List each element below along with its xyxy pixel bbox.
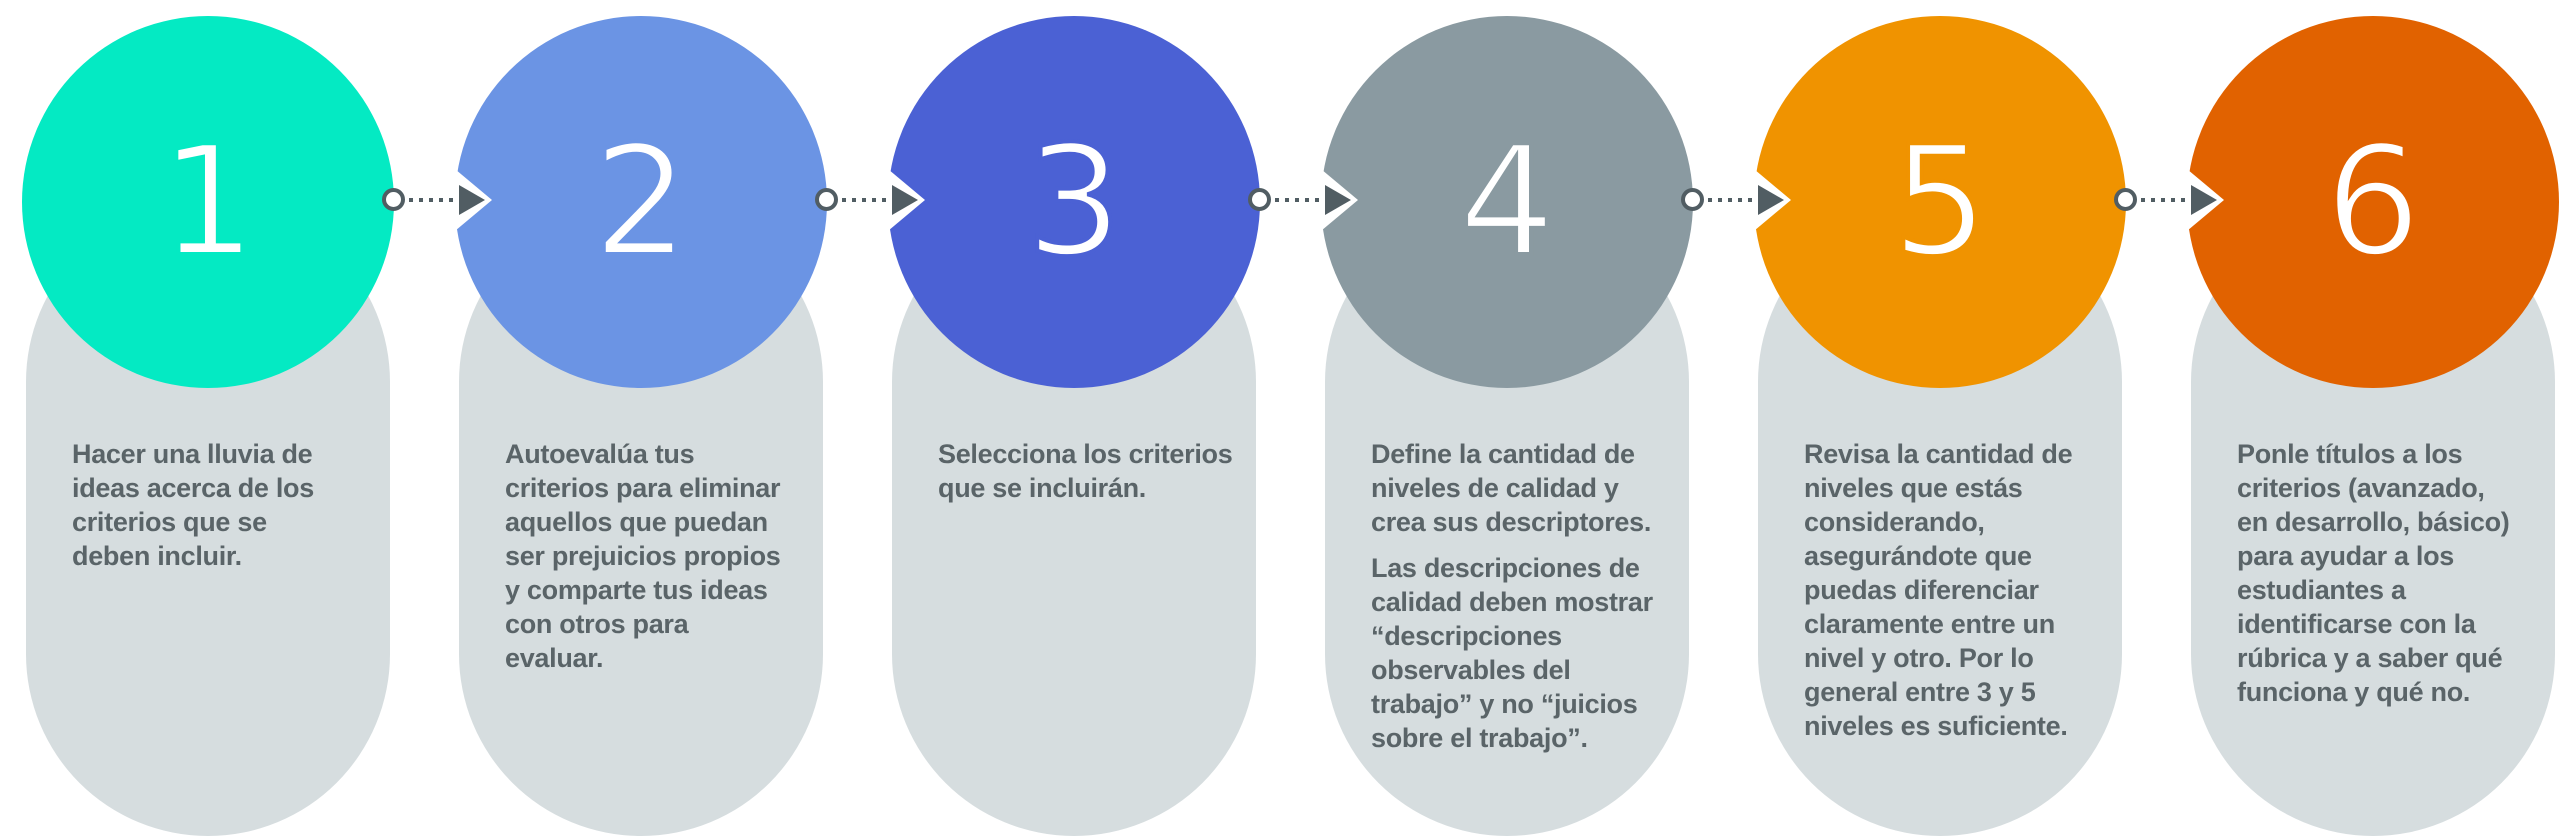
step-3-circle: 3 <box>888 16 1260 388</box>
step-3-description: Selecciona los criterios que se incluirá… <box>938 437 1248 505</box>
step-6-circle: 6 <box>2187 16 2559 388</box>
connector-ring-icon <box>1248 188 1271 211</box>
step-2-text: Autoevalúa tus criterios para eliminar a… <box>505 439 781 673</box>
step-6: 6 Ponle títulos a los criterios (avanzad… <box>2114 0 2559 838</box>
connector-dotted-line <box>409 198 459 202</box>
step-2-circle: 2 <box>455 16 827 388</box>
connector-4-5 <box>1681 185 1791 215</box>
step-3-number: 3 <box>1024 113 1125 290</box>
connector-dotted-line <box>2141 198 2191 202</box>
step-3-text: Selecciona los criterios que se incluirá… <box>938 439 1233 503</box>
step-2-description: Autoevalúa tus criterios para eliminar a… <box>505 437 815 675</box>
step-5-description: Revisa la cantidad de niveles que estás … <box>1804 437 2114 743</box>
connector-arrow-icon <box>2191 185 2217 215</box>
step-1-circle: 1 <box>22 16 394 388</box>
step-1-description: Hacer una lluvia de ideas acerca de los … <box>72 437 382 573</box>
step-4-text-2: Las descripciones de calidad deben mostr… <box>1371 553 1653 753</box>
step-1-text: Hacer una lluvia de ideas acerca de los … <box>72 439 314 571</box>
connector-arrow-icon <box>459 185 485 215</box>
connector-ring-icon <box>815 188 838 211</box>
connector-arrow-icon <box>892 185 918 215</box>
connector-dotted-line <box>1708 198 1758 202</box>
connector-ring-icon <box>1681 188 1704 211</box>
step-1-number: 1 <box>158 113 259 290</box>
step-5: 5 Revisa la cantidad de niveles que está… <box>1681 0 2126 838</box>
step-6-description: Ponle títulos a los criterios (avanzado,… <box>2237 437 2547 709</box>
connector-arrow-icon <box>1325 185 1351 215</box>
step-3: 3 Selecciona los criterios que se inclui… <box>815 0 1260 838</box>
step-6-text: Ponle títulos a los criterios (avanzado,… <box>2237 439 2510 707</box>
step-4-number: 4 <box>1457 113 1558 290</box>
step-1: 1 Hacer una lluvia de ideas acerca de lo… <box>22 0 394 838</box>
step-6-number: 6 <box>2323 113 2424 290</box>
step-2-number: 2 <box>591 113 692 290</box>
connector-1-2 <box>382 185 492 215</box>
step-5-circle: 5 <box>1754 16 2126 388</box>
connector-dotted-line <box>842 198 892 202</box>
step-4-text: Define la cantidad de niveles de calidad… <box>1371 439 1652 537</box>
connector-ring-icon <box>382 188 405 211</box>
connector-5-6 <box>2114 185 2224 215</box>
connector-ring-icon <box>2114 188 2137 211</box>
step-4: 4 Define la cantidad de niveles de calid… <box>1248 0 1693 838</box>
step-4-circle: 4 <box>1321 16 1693 388</box>
step-5-text: Revisa la cantidad de niveles que estás … <box>1804 439 2073 741</box>
step-4-description: Define la cantidad de niveles de calidad… <box>1371 437 1681 755</box>
connector-arrow-icon <box>1758 185 1784 215</box>
connector-2-3 <box>815 185 925 215</box>
step-2: 2 Autoevalúa tus criterios para eliminar… <box>382 0 827 838</box>
connector-dotted-line <box>1275 198 1325 202</box>
connector-3-4 <box>1248 185 1358 215</box>
step-5-number: 5 <box>1890 113 1991 290</box>
